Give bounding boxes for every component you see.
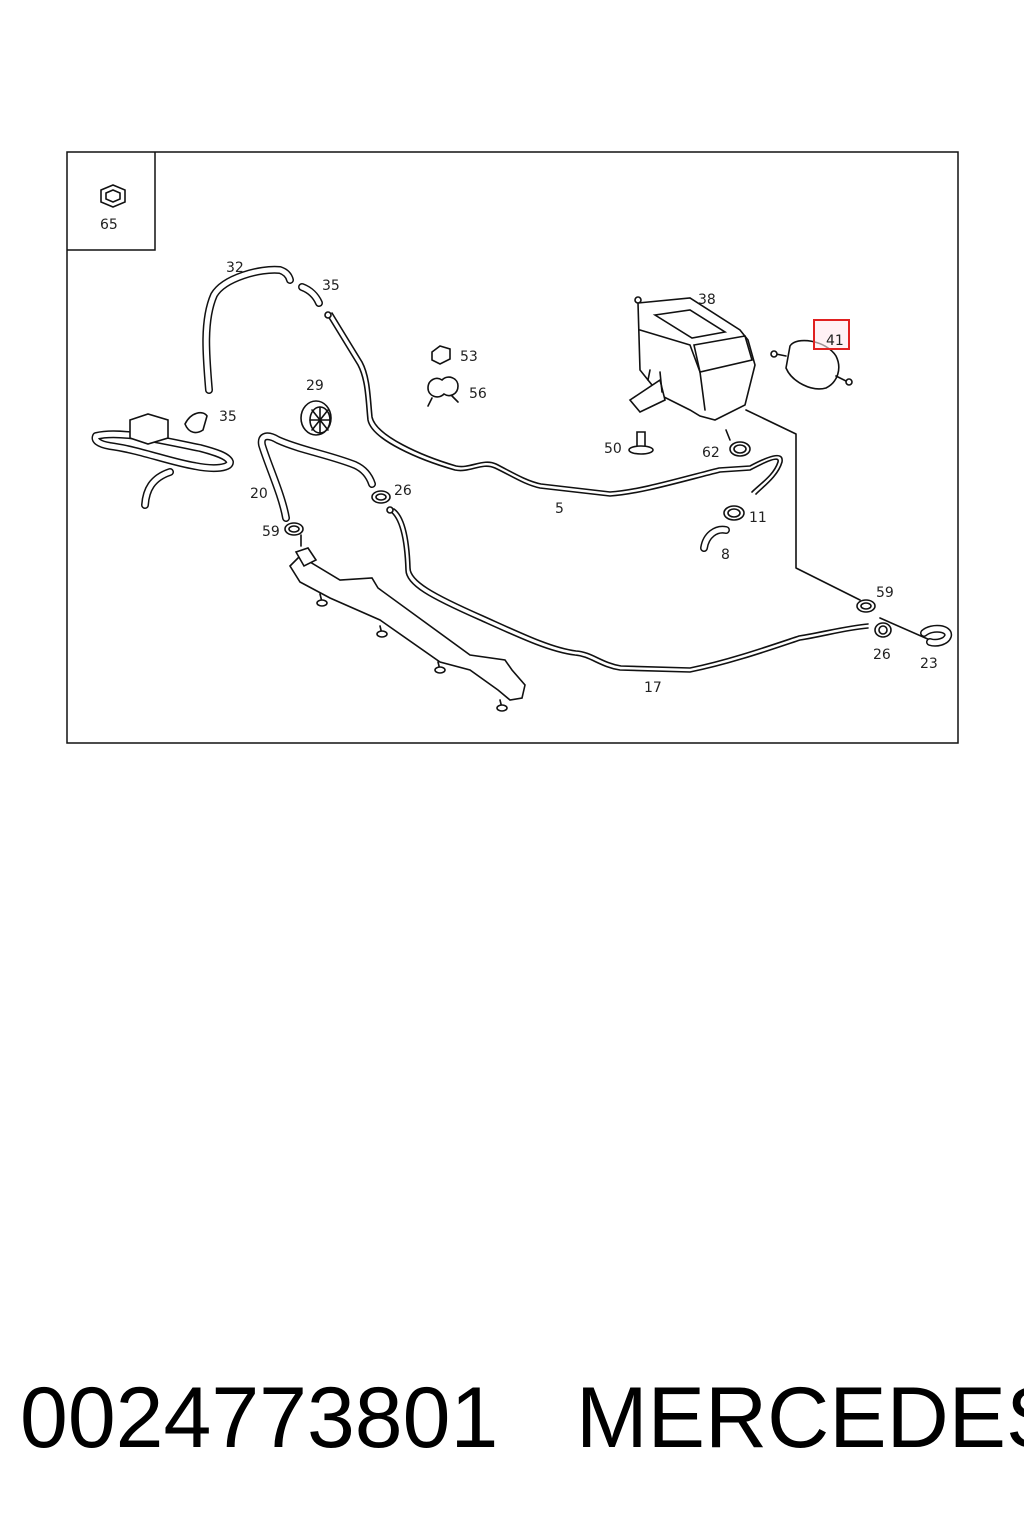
- parts-diagram: 65 32 35 35 29 53 56 38 41 50 62 20 26 5…: [66, 151, 959, 744]
- clamp-59-left: [284, 522, 304, 536]
- filter-29: [300, 400, 332, 436]
- hose-32: [202, 265, 294, 394]
- clip-65-icon: [100, 184, 126, 208]
- highlight-box-41: [813, 319, 850, 350]
- label-26-right: 26: [873, 647, 891, 663]
- diagram-frame: [66, 151, 959, 744]
- clamp-26-upper: [371, 490, 391, 504]
- hose-8: [700, 525, 730, 552]
- label-59-left: 59: [262, 524, 280, 540]
- label-38: 38: [698, 292, 716, 308]
- label-65: 65: [100, 217, 118, 233]
- label-29: 29: [306, 378, 324, 394]
- pipe-5: [324, 311, 783, 497]
- fuel-filter-41: [770, 339, 853, 390]
- label-59-right: 59: [876, 585, 894, 601]
- label-56: 56: [469, 386, 487, 402]
- fuel-rail: [288, 534, 526, 712]
- label-35-upper: 35: [322, 278, 340, 294]
- clamp-62: [725, 429, 751, 457]
- label-17: 17: [644, 680, 662, 696]
- bolt-50: [628, 431, 654, 455]
- label-5: 5: [555, 501, 564, 517]
- label-62: 62: [702, 445, 720, 461]
- label-11: 11: [749, 510, 767, 526]
- pipe-canister-outlet: [745, 409, 931, 641]
- label-50: 50: [604, 441, 622, 457]
- clamp-59-right: [856, 599, 876, 613]
- clip-53: [431, 345, 451, 365]
- label-8: 8: [721, 547, 730, 563]
- inset-box: [67, 152, 156, 251]
- clip-56: [427, 376, 459, 407]
- hose-35-upper: [298, 283, 323, 307]
- label-41: 41: [826, 333, 844, 349]
- label-23: 23: [920, 656, 938, 672]
- label-26-upper: 26: [394, 483, 412, 499]
- clamp-26-right: [874, 622, 892, 638]
- hose-23: [920, 624, 953, 647]
- hose-assembly-left: [91, 411, 234, 509]
- label-20: 20: [250, 486, 268, 502]
- clamp-11: [723, 505, 745, 521]
- canister-38: [628, 296, 756, 421]
- label-53: 53: [460, 349, 478, 365]
- label-35-lower: 35: [219, 409, 237, 425]
- brand-name: MERCEDES: [576, 1370, 1024, 1466]
- label-32: 32: [226, 260, 244, 276]
- hose-20: [257, 432, 376, 522]
- pipe-17: [386, 506, 869, 673]
- part-number: 0024773801: [20, 1370, 499, 1466]
